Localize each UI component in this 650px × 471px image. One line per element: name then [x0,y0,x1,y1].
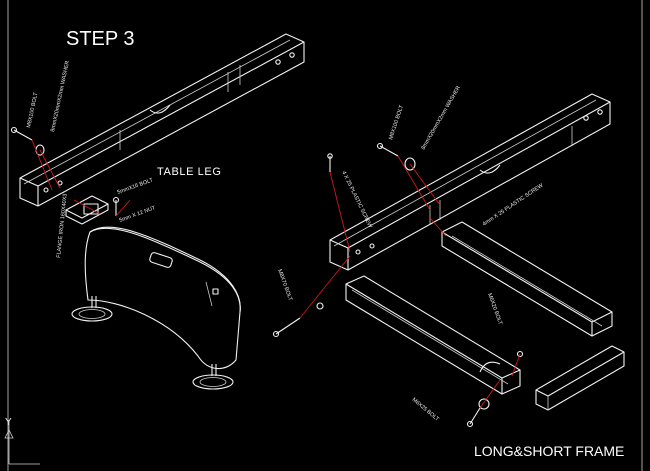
lower-frame-section [345,275,521,395]
callout-labels: M8X100 BOLT 8mmX20mmX2mm WASHER 5mmX16 B… [26,60,545,423]
short-frame [441,221,613,337]
callout-washer-left: 8mmX20mmX2mm WASHER [50,60,71,132]
callout-bolt-left: M8X100 BOLT [26,91,39,128]
right-frame-stub [535,345,625,411]
callout-bolt-bottom: M6X25 BOLT [411,397,441,423]
axis-y-label: Y [5,417,12,428]
table-leg [71,226,241,390]
callout-flange-iron: FLANGE IRON 160X40X3 [56,193,69,258]
left-long-beam [19,33,305,207]
callout-bolt-mid: M8X70 BOLT [276,269,293,303]
callout-nut-small: 5mm X 12 NUT [119,205,157,224]
callout-bolt-right: M6X20 BOLT [486,293,503,327]
step-title: STEP 3 [66,28,135,50]
left-fasteners [10,126,131,217]
frame-label: LONG&SHORT FRAME [474,443,625,459]
axis-indicator: Y [4,417,40,465]
callout-screw-right: 4mm X 25 PLASTIC SCREW [482,182,545,227]
callout-bolt-center: M8X100 BOLT [388,104,405,141]
center-long-beam [329,93,611,271]
center-fasteners [272,142,524,428]
drawing-border [7,0,643,471]
flange-iron [65,195,109,225]
callout-washer-center: 8mmX20mmX2mm WASHER [421,85,462,151]
callout-screw-center: 4 X 25 PLASTIC SCREW [340,170,373,229]
table-leg-label: TABLE LEG [157,166,222,178]
callout-bolt-small: 5mmX16 BOLT [117,177,155,196]
